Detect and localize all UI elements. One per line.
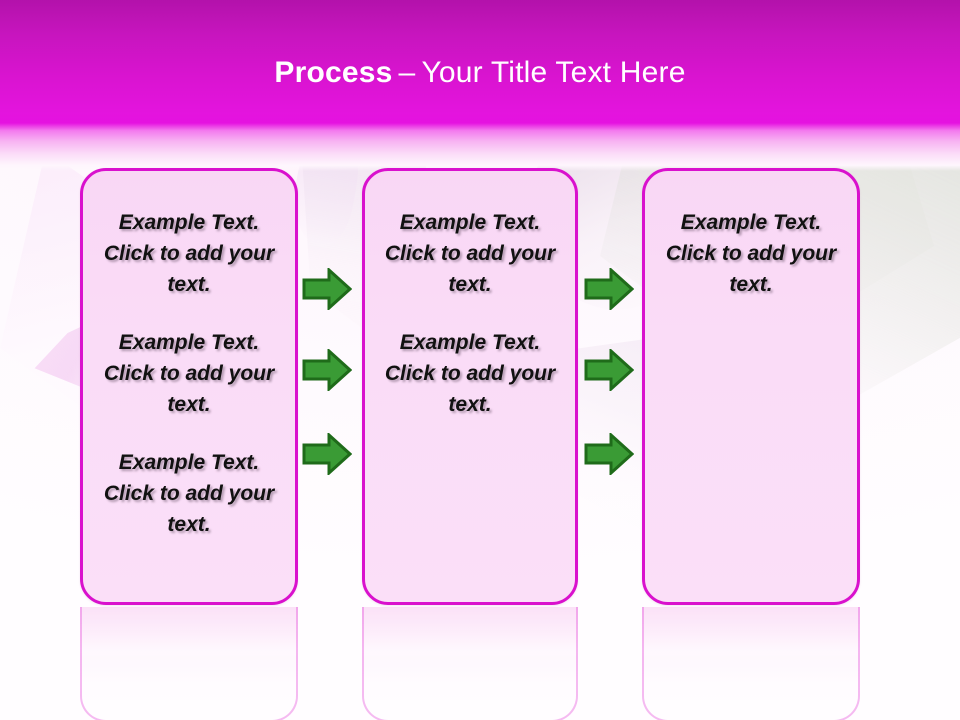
process-box-1[interactable]: Example Text. Click to add your text. Ex… <box>80 168 298 605</box>
arrow-right-icon[interactable] <box>584 268 634 310</box>
process-box-2[interactable]: Example Text. Click to add your text. Ex… <box>362 168 578 605</box>
box-reflection-3 <box>642 607 860 720</box>
page-title: Process–Your Title Text Here <box>0 55 960 91</box>
process-box-2-paragraph-2: Example Text. Click to add your text. <box>384 331 556 416</box>
arrow-right-icon[interactable] <box>584 433 634 475</box>
page-title-rest: Your Title Text Here <box>421 56 686 89</box>
process-box-2-text[interactable]: Example Text. Click to add your text. Ex… <box>373 207 567 420</box>
box-reflection-1 <box>80 607 298 720</box>
arrow-right-icon[interactable] <box>302 433 352 475</box>
header-band <box>0 0 960 123</box>
page-title-dash: – <box>398 56 416 89</box>
arrow-right-icon[interactable] <box>302 268 352 310</box>
process-box-1-text[interactable]: Example Text. Click to add your text. Ex… <box>91 207 287 540</box>
arrow-right-icon[interactable] <box>302 349 352 391</box>
page-title-bold: Process <box>274 56 393 89</box>
process-box-2-paragraph-1: Example Text. Click to add your text. <box>384 211 556 296</box>
arrow-right-icon[interactable] <box>584 349 634 391</box>
box-reflection-2 <box>362 607 578 720</box>
process-box-1-paragraph-1: Example Text. Click to add your text. <box>103 211 275 296</box>
process-box-3-text[interactable]: Example Text. Click to add your text. <box>653 207 849 300</box>
process-box-1-paragraph-3: Example Text. Click to add your text. <box>103 451 275 536</box>
process-box-1-paragraph-2: Example Text. Click to add your text. <box>103 331 275 416</box>
process-box-3[interactable]: Example Text. Click to add your text. <box>642 168 860 605</box>
process-box-3-paragraph-1: Example Text. Click to add your text. <box>665 211 837 296</box>
